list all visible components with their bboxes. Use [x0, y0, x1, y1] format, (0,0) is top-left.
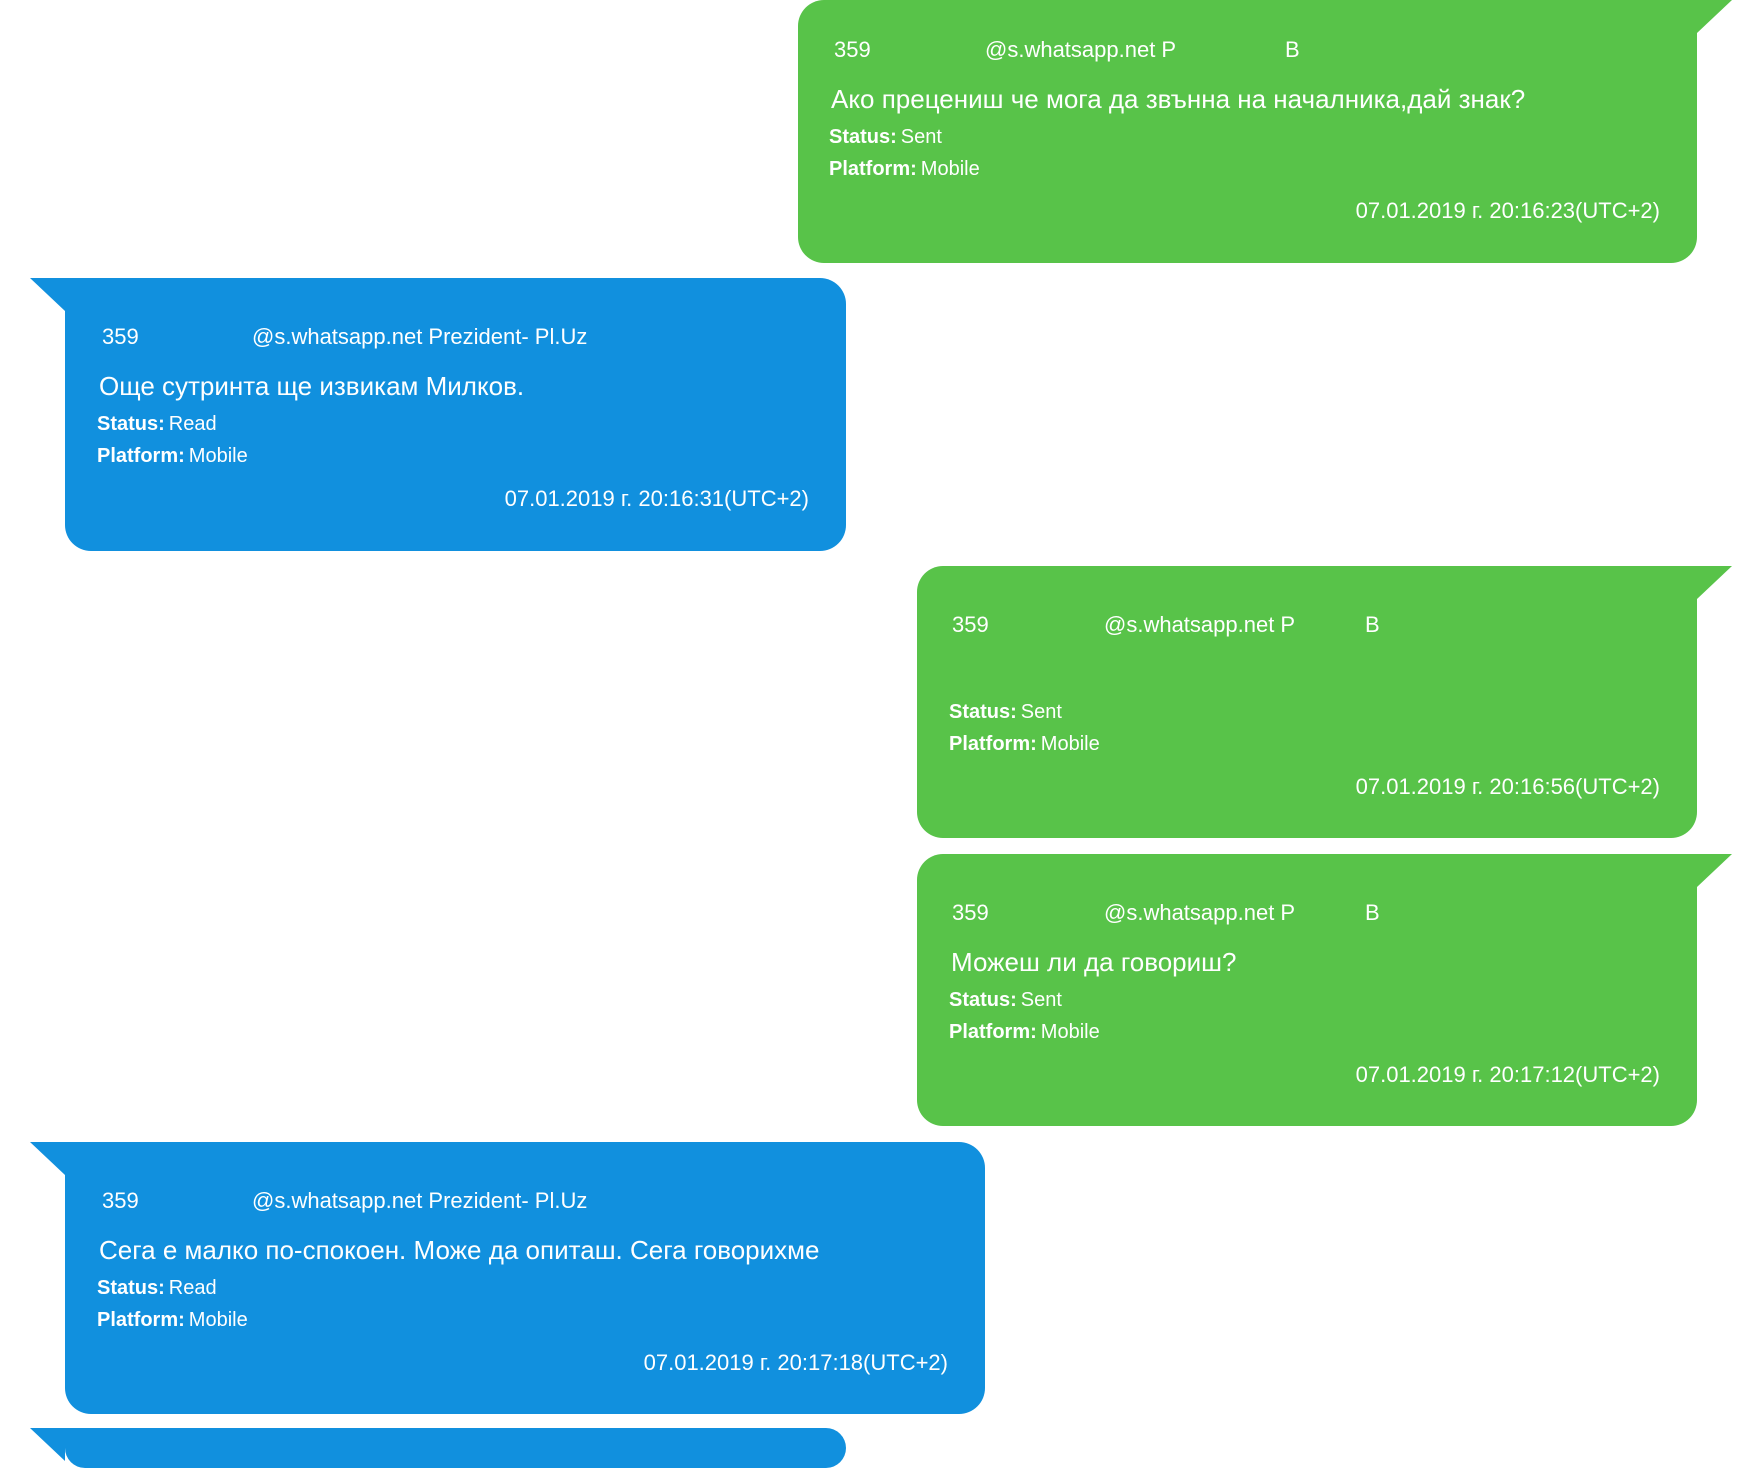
status-value: Read	[168, 1277, 217, 1299]
message-timestamp: 07.01.2019 г. 20:16:31(UTC+2)	[504, 486, 809, 511]
platform-label: Platform:	[97, 445, 185, 467]
message-text: Сега е малко по-спокоен. Може да опиташ.…	[99, 1235, 820, 1265]
message-bubble-received-partial[interactable]	[30, 1428, 846, 1468]
message-timestamp: 07.01.2019 г. 20:17:12(UTC+2)	[1355, 1062, 1660, 1087]
sender-domain: @s.whatsapp.net Prezident- Pl.Uz	[252, 1188, 588, 1213]
platform-line: Platform:Mobile	[949, 733, 1100, 756]
status-value: Sent	[1020, 701, 1062, 723]
status-line: Status:Sent	[829, 126, 942, 149]
sender-domain: @s.whatsapp.net Prezident- Pl.Uz	[252, 324, 588, 349]
status-line: Status:Read	[97, 413, 217, 436]
sender-suffix: B	[1285, 37, 1300, 62]
sender-number: 359	[952, 612, 989, 637]
sender-number: 359	[102, 324, 139, 349]
message-bubble-sent[interactable]: 359 @s.whatsapp.net P B Ако прецениш че …	[798, 0, 1732, 263]
message-text: Още сутринта ще извикам Милков.	[99, 371, 525, 401]
message-bubble-sent[interactable]: 359 @s.whatsapp.net P B Status:Sent Plat…	[917, 566, 1732, 838]
platform-line: Platform:Mobile	[97, 1309, 248, 1332]
platform-label: Platform:	[97, 1309, 185, 1331]
sender-domain: @s.whatsapp.net P	[1104, 900, 1296, 925]
platform-line: Platform:Mobile	[97, 445, 248, 468]
status-line: Status:Read	[97, 1277, 217, 1300]
bubble-tail	[1697, 0, 1732, 33]
status-label: Status:	[97, 1277, 165, 1299]
sender-line: 359 @s.whatsapp.net P B	[952, 900, 1452, 926]
sender-line: 359 @s.whatsapp.net Prezident- Pl.Uz	[102, 1188, 702, 1214]
message-timestamp: 07.01.2019 г. 20:16:23(UTC+2)	[1355, 198, 1660, 223]
platform-value: Mobile	[920, 158, 980, 180]
status-line: Status:Sent	[949, 701, 1062, 724]
bubble-tail	[1697, 566, 1732, 599]
platform-line: Platform:Mobile	[829, 158, 980, 181]
status-label: Status:	[949, 989, 1017, 1011]
status-label: Status:	[949, 701, 1017, 723]
platform-label: Platform:	[829, 158, 917, 180]
bubble-tail	[30, 1142, 65, 1175]
message-text: Можеш ли да говориш?	[951, 947, 1237, 977]
platform-label: Platform:	[949, 733, 1037, 755]
message-bubble-received[interactable]: 359 @s.whatsapp.net Prezident- Pl.Uz Още…	[30, 278, 846, 551]
sender-suffix: B	[1365, 900, 1380, 925]
sender-suffix: B	[1365, 612, 1380, 637]
platform-value: Mobile	[1040, 1021, 1100, 1043]
status-value: Read	[168, 413, 217, 435]
sender-line: 359 @s.whatsapp.net Prezident- Pl.Uz	[102, 324, 702, 350]
status-label: Status:	[829, 126, 897, 148]
platform-value: Mobile	[188, 445, 248, 467]
status-label: Status:	[97, 413, 165, 435]
platform-value: Mobile	[1040, 733, 1100, 755]
status-value: Sent	[900, 126, 942, 148]
message-text: Ако прецениш че мога да звънна на началн…	[831, 84, 1526, 114]
platform-label: Platform:	[949, 1021, 1037, 1043]
sender-number: 359	[102, 1188, 139, 1213]
bubble-tail	[1697, 854, 1732, 887]
platform-value: Mobile	[188, 1309, 248, 1331]
platform-line: Platform:Mobile	[949, 1021, 1100, 1044]
message-timestamp: 07.01.2019 г. 20:17:18(UTC+2)	[643, 1350, 948, 1375]
message-timestamp: 07.01.2019 г. 20:16:56(UTC+2)	[1355, 774, 1660, 799]
sender-domain: @s.whatsapp.net P	[1104, 612, 1296, 637]
status-value: Sent	[1020, 989, 1062, 1011]
sender-number: 359	[952, 900, 989, 925]
message-bubble-sent[interactable]: 359 @s.whatsapp.net P B Можеш ли да гово…	[917, 854, 1732, 1126]
sender-line: 359 @s.whatsapp.net P B	[952, 612, 1452, 638]
bubble-tail	[30, 278, 65, 311]
sender-number: 359	[834, 37, 871, 62]
sender-line: 359 @s.whatsapp.net P B	[834, 37, 1434, 63]
status-line: Status:Sent	[949, 989, 1062, 1012]
sender-domain: @s.whatsapp.net P	[985, 37, 1177, 62]
message-bubble-received[interactable]: 359 @s.whatsapp.net Prezident- Pl.Uz Сег…	[30, 1142, 985, 1414]
